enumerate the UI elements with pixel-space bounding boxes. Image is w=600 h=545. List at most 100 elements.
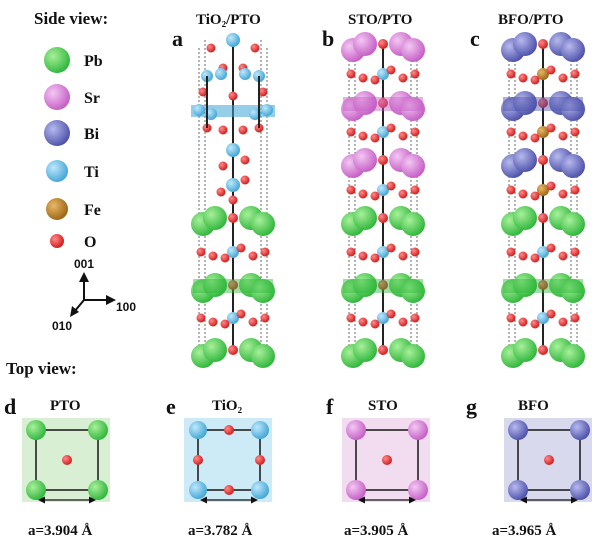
atom-ti [239,68,251,80]
atom-o [260,247,270,257]
atom-o [236,309,246,319]
highlight-plane [503,97,583,111]
legend-label-fe: Fe [84,202,101,219]
corner-atom-pb [26,480,46,500]
atom-ti [537,246,549,258]
atom-o [558,73,568,83]
atom-ti [193,104,205,116]
atom-o [546,243,556,253]
legend-label-bi: Bi [84,126,100,143]
corner-atom-bi [570,420,590,440]
atom-o [538,98,548,108]
corner-atom-pb [88,480,108,500]
atom-ti [377,246,389,258]
atom-fe [537,68,549,80]
atom-o [258,87,268,97]
atom-o [530,253,540,263]
atom-pb [401,344,425,368]
corner-atom-ti [189,481,207,499]
lattice-arrowhead-right [409,496,416,504]
panel-letter-c: c [470,26,480,51]
atom-pb [561,344,585,368]
atom-o [370,133,380,143]
atom-o [208,251,218,261]
atom-ti [377,68,389,80]
atom-o [358,317,368,327]
atom-ti [377,126,389,138]
atom-o [358,251,368,261]
atom-sr [401,154,425,178]
atom-sr [401,97,425,121]
atom-o [546,123,556,133]
corner-atom-sr [408,420,428,440]
lattice-caption-f: a=3.905 Å [344,523,409,539]
atom-bi [513,91,537,115]
atom-o [558,189,568,199]
atom-pb [251,279,275,303]
atom-o [346,127,356,137]
atom-ti [226,178,240,192]
atom-o [378,98,388,108]
atom-o [346,185,356,195]
atom-pb [203,338,227,362]
side-panel-c: c BFO/PTO [470,12,585,368]
atom-o [570,185,580,195]
atom-o [386,181,396,191]
atom-o [260,313,270,323]
atom-o [546,181,556,191]
atom-o [250,43,260,53]
atom-o [206,43,216,53]
atom-o [378,345,388,355]
atom-o [240,155,250,165]
panel-letter-e: e [166,394,176,419]
atom-o [558,131,568,141]
panel-letter-a: a [172,26,183,51]
atom-o [570,247,580,257]
atom-bi [561,154,585,178]
atom-o [236,243,246,253]
atom-o [558,251,568,261]
atom-o [370,75,380,85]
panel-title-g: BFO [518,398,549,414]
atom-o [398,251,408,261]
atom-o [518,189,528,199]
corner-atom-pb [88,420,108,440]
atom-o [216,187,226,197]
atom-o [358,189,368,199]
atom-pb [513,273,537,297]
atom-fe [537,126,549,138]
lattice-caption-e: a=3.782 Å [188,523,253,539]
lattice-arrowhead-right [251,496,258,504]
corner-atom-sr [346,420,366,440]
legend-swatch-pb [44,47,70,73]
side-panel-b: b STO/PTO [322,12,425,368]
corner-atom-sr [346,480,366,500]
center-atom-o [382,455,392,465]
lattice-arrowhead-left [358,496,365,504]
atom-o [518,251,528,261]
atom-ti [215,68,227,80]
atom-o [558,317,568,327]
atom-o [538,39,548,49]
legend-swatch-ti [46,160,68,182]
atom-o [370,191,380,201]
atom-o [506,127,516,137]
atom-pb [353,338,377,362]
panel-title-e: TiO₂ [212,398,243,414]
panel-title-c: BFO/PTO [498,12,564,28]
panel-title-b: STO/PTO [348,12,412,28]
atom-o [228,195,238,205]
atom-bi [513,148,537,172]
atom-bi [513,32,537,56]
atom-o [218,161,228,171]
atom-pb [561,279,585,303]
atom-pb [251,212,275,236]
top-panel-f: f STO a=3.905 Å [326,394,430,539]
corner-atom-ti [251,421,269,439]
atom-ti [226,143,240,157]
atom-o [228,280,238,290]
atom-sr [353,91,377,115]
center-atom-o [544,455,554,465]
atom-o [378,39,388,49]
